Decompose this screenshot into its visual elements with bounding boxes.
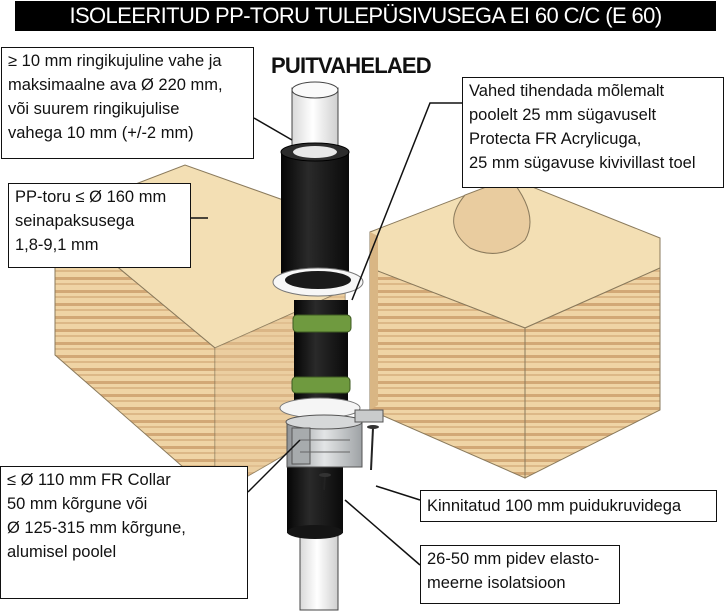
callout-gap: ≥ 10 mm ringikujuline vahe ja maksimaaln… <box>1 47 254 159</box>
callout-line: poolelt 25 mm sügavuselt <box>469 106 657 124</box>
callout-line: PP-toru ≤ Ø 160 mm <box>15 188 167 206</box>
callout-line: 50 mm kõrgune või <box>7 495 148 513</box>
acrylic-seal-bands <box>291 314 352 394</box>
callout-line: 25 mm sügavuse kivivillast toel <box>469 154 696 172</box>
callout-insulation: 26-50 mm pidev elasto- meerne isolatsioo… <box>420 545 620 604</box>
callout-line: Ø 125-315 mm kõrgune, <box>7 519 186 537</box>
wood-screws <box>319 425 379 491</box>
mineral-wool-ring <box>272 267 364 297</box>
callout-line: alumisel poolel <box>7 543 117 561</box>
callout-pipe: PP-toru ≤ Ø 160 mm seinapaksusega 1,8-9,… <box>8 183 191 268</box>
elastomeric-insulation <box>280 142 350 539</box>
callout-seal: Vahed tihendada mõlemalt poolelt 25 mm s… <box>462 77 724 188</box>
callout-line: seinapaksusega <box>15 212 135 230</box>
callout-line: ≤ Ø 110 mm FR Collar <box>7 471 171 489</box>
callout-screws: Kinnitatud 100 mm puidukruvidega <box>420 490 717 522</box>
callout-line: maksimaalne ava Ø 220 mm, <box>8 76 223 94</box>
callout-line: Kinnitatud 100 mm puidukruvidega <box>427 497 682 515</box>
callout-line: ≥ 10 mm ringikujuline vahe ja <box>8 52 222 70</box>
subtitle: PUITVAHELAED <box>271 53 432 78</box>
callout-line: 26-50 mm pidev elasto- <box>427 550 600 568</box>
callout-line: Protecta FR Acrylicuga, <box>469 130 642 148</box>
leader-lines <box>190 102 462 566</box>
callout-line: või suurem ringikujulise <box>8 100 180 118</box>
callout-collar: ≤ Ø 110 mm FR Collar 50 mm kõrgune või Ø… <box>0 466 248 599</box>
callout-line: meerne isolatsioon <box>427 574 566 592</box>
title-banner: ISOLEERITUD PP-TORU TULEPÜSIVUSEGA EI 60… <box>15 1 716 31</box>
callout-line: 1,8-9,1 mm <box>15 236 99 254</box>
callout-line: Vahed tihendada mõlemalt <box>469 82 665 100</box>
callout-line: vahega 10 mm (+/-2 mm) <box>8 124 194 142</box>
right-wood-block <box>369 177 661 479</box>
fr-collar <box>285 409 384 468</box>
title-text: ISOLEERITUD PP-TORU TULEPÜSIVUSEGA EI 60… <box>69 3 662 28</box>
